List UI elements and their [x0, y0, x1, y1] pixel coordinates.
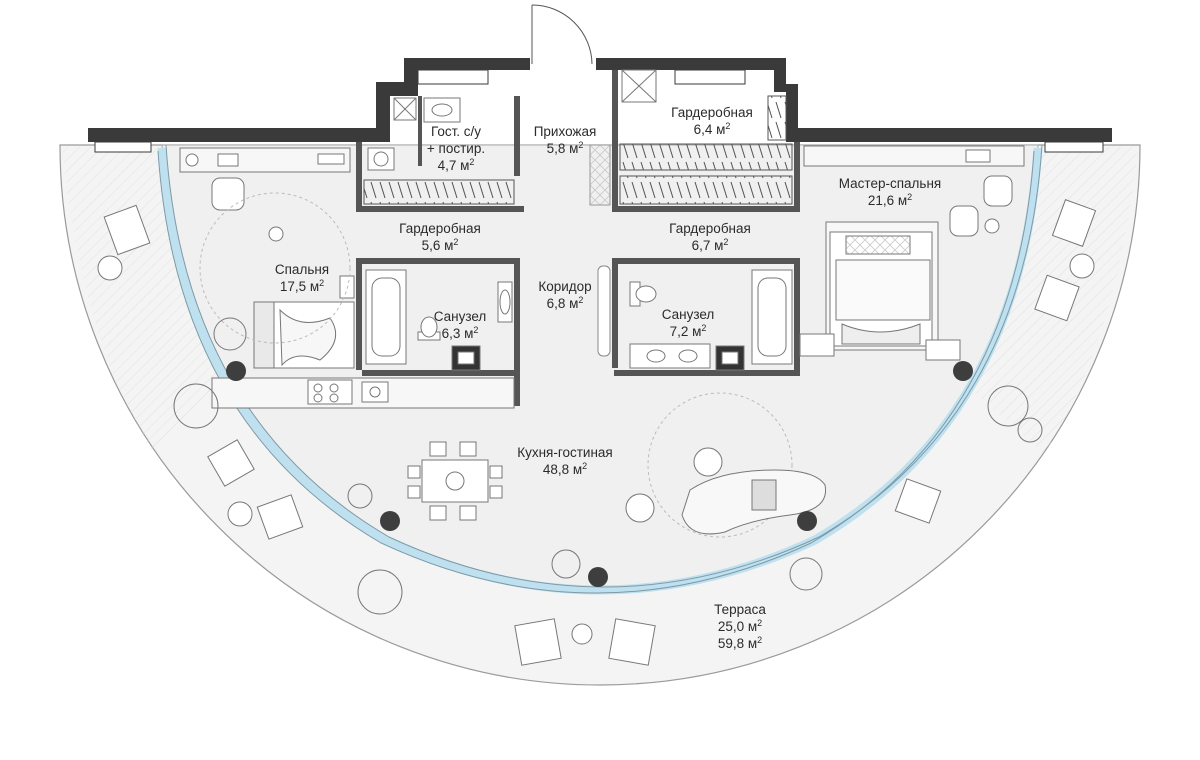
bed-icon: [799, 221, 961, 361]
armchair-icon: [803, 145, 1025, 237]
lounge-chair-icon: [103, 199, 1097, 666]
dining-table-icon: [407, 441, 503, 521]
stove-icon: [211, 377, 515, 409]
bathtub-icon: [365, 269, 513, 365]
round-table-icon: [647, 392, 793, 538]
toilet-icon: [629, 281, 745, 371]
round-table-icon: [97, 253, 1095, 645]
wardrobe-icon: [363, 69, 793, 206]
door-swing-icon: [531, 4, 593, 65]
sink-icon: [367, 97, 461, 171]
terrace-hatch-left: [62, 147, 230, 450]
room-label-hallway: Прихожая 5,8 м2: [533, 124, 597, 156]
round-table-icon: [199, 192, 351, 344]
room-label-bedroom: Спальня 17,5 м2: [274, 262, 330, 294]
bathtub-icon: [751, 269, 793, 365]
sofa-icon: [625, 447, 827, 535]
columns: [226, 361, 973, 587]
exterior-walls: [88, 58, 1112, 142]
toilet-icon: [417, 316, 481, 371]
bed-icon: [253, 275, 355, 369]
room-label-terrace: Терраса 25,0 м2 59,8 м2: [714, 602, 766, 651]
interior-walls: [356, 70, 800, 406]
room-label-kitchen-living: Кухня-гостиная 48,8 м2: [517, 445, 613, 477]
plant-icon: [173, 317, 1043, 615]
room-label-master-bedroom: Мастер-спальня 21,6 м2: [838, 176, 942, 208]
room-label-bathroom-right: Санузел 7,2 м2: [661, 307, 715, 339]
room-label-corridor: Коридор 6,8 м2: [538, 279, 592, 311]
room-label-wardrobe-left: Гардеробная 5,6 м2: [399, 221, 481, 253]
room-label-bathroom-left: Санузел 6,3 м2: [433, 309, 487, 341]
room-label-wardrobe-right: Гардеробная 6,7 м2: [669, 221, 751, 253]
room-label-guest-wc: Гост. с/у + постир. 4,7 м2: [426, 124, 486, 173]
room-label-wardrobe-top: Гардеробная 6,4 м2: [671, 105, 753, 137]
